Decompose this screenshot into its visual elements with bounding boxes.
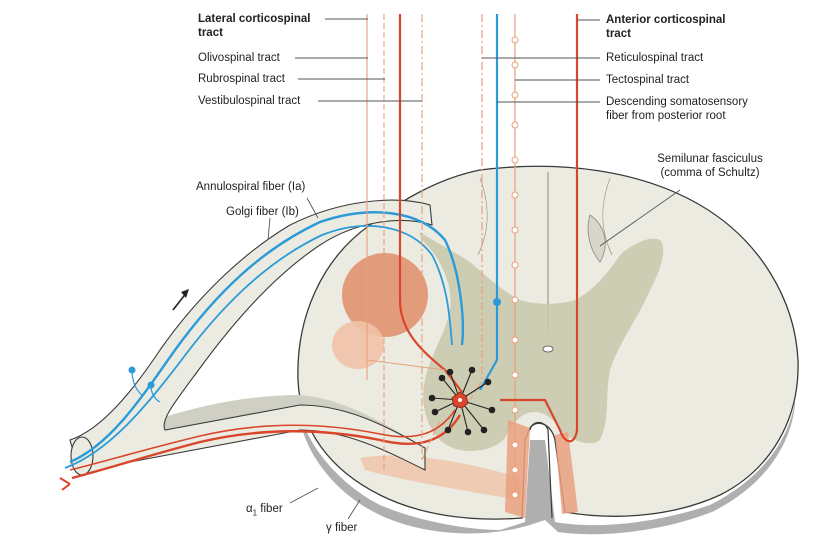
gamma-fiber bbox=[69, 409, 456, 471]
rubrospinal-area bbox=[332, 321, 384, 369]
lateral-corticospinal-label-2: tract bbox=[198, 27, 223, 39]
golgi-label: Golgi fiber (Ib) bbox=[226, 206, 299, 218]
alpha-fiber bbox=[71, 414, 462, 480]
alpha-fiber-label: α1 fiber bbox=[246, 502, 283, 520]
lateral-corticospinal-area bbox=[342, 253, 428, 337]
alpha-symbol: α bbox=[246, 503, 253, 515]
annulospiral-label: Annulospiral fiber (Ia) bbox=[196, 181, 306, 193]
golgi-fiber bbox=[64, 225, 453, 469]
leader-lines bbox=[267, 18, 681, 520]
lateral-corticospinal-fiber bbox=[398, 14, 463, 393]
cord-shadow bbox=[298, 400, 795, 535]
peripheral-nerve bbox=[59, 199, 465, 491]
gamma-fiber-label: γ fiber bbox=[326, 522, 358, 534]
semilunar-fasciculus bbox=[587, 214, 606, 263]
anterior-corticospinal-label: Anterior corticospinal bbox=[606, 14, 726, 26]
alpha-text: fiber bbox=[257, 503, 283, 515]
spinal-cord-section bbox=[297, 165, 799, 535]
alpha-subscript: 1 bbox=[252, 508, 258, 518]
olivospinal-label: Olivospinal tract bbox=[198, 52, 280, 64]
vestibulospinal-area bbox=[360, 455, 520, 500]
tectospinal-label: Tectospinal tract bbox=[606, 74, 690, 86]
semilunar-label-2: (comma of Schultz) bbox=[660, 167, 760, 179]
semilunar-label: Semilunar fasciculus bbox=[657, 153, 763, 165]
anterior-corticospinal-area bbox=[555, 432, 578, 514]
annulospiral-fiber bbox=[69, 211, 465, 464]
lateral-corticospinal-label: Lateral corticospinal bbox=[198, 13, 311, 25]
desc-somatosensory-label-2: fiber from posterior root bbox=[606, 110, 726, 122]
rubrospinal-label: Rubrospinal tract bbox=[198, 73, 285, 85]
central-canal bbox=[542, 345, 554, 353]
anterior-corticospinal-label-2: tract bbox=[606, 28, 631, 40]
anterior-corticospinal-fiber bbox=[500, 14, 579, 443]
grey-matter bbox=[419, 232, 664, 452]
vestibulospinal-label: Vestibulospinal tract bbox=[198, 95, 301, 107]
desc-somatosensory-label: Descending somatosensory bbox=[606, 96, 748, 108]
motor-neuron-hub bbox=[428, 366, 496, 436]
reticulospinal-label: Reticulospinal tract bbox=[606, 52, 704, 64]
arrow-icon bbox=[172, 289, 189, 311]
tectospinal-beads bbox=[511, 36, 519, 499]
